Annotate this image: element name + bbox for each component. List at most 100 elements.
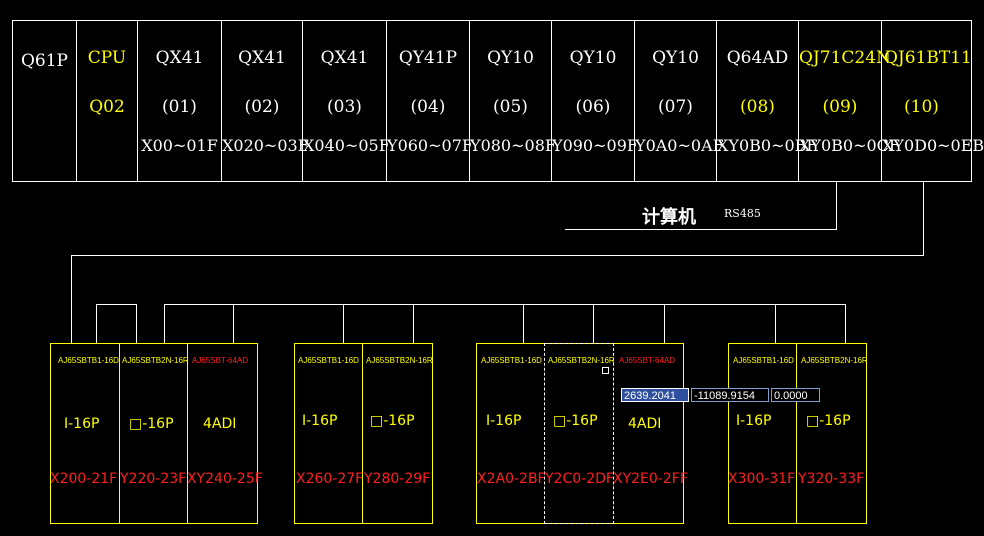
rack-slot-cpu[interactable]: CPU Q02	[77, 21, 138, 181]
slot-number: (02)	[244, 97, 280, 117]
rack-slot-09[interactable]: QJ71C24N (09) XY0B0~0CF	[799, 21, 900, 181]
block-label: AJ65SBTB1-16D	[298, 356, 359, 365]
rack-slot-08[interactable]: Q64AD (08) XY0B0~0BF	[717, 21, 818, 181]
chain-link	[96, 304, 137, 343]
selected-block-edge	[544, 343, 614, 344]
slot-address: XY0B0~0CF	[799, 136, 900, 155]
block-divider	[119, 343, 120, 524]
slot-number: (06)	[575, 97, 611, 117]
rs485-label: RS485	[724, 207, 761, 220]
slot-model: Q64AD	[726, 48, 789, 68]
block-label: AJ65SBTB2N-16R	[122, 356, 189, 365]
block-label: AJ65SBTB1-16D	[733, 356, 794, 365]
slot-model: QY41P	[398, 48, 458, 68]
slot-model: QY10	[569, 48, 617, 68]
slot-number: (09)	[822, 97, 858, 117]
block-type: □-16P	[370, 413, 415, 429]
block-label: AJ65SBTB1-16D	[58, 356, 119, 365]
rack-slot-02[interactable]: QX41 (02) X020~03F	[222, 21, 309, 181]
block-divider	[796, 343, 797, 524]
block-type: 4ADI	[628, 416, 662, 432]
slot-number: (08)	[740, 97, 775, 117]
block-divider	[187, 343, 188, 524]
plc-rack: Q61P CPU Q02 QX41 (01) X00~01F QX41 (02)…	[12, 20, 984, 182]
slot-model: QX41	[155, 48, 204, 68]
block-label: AJ65SBTB1-16D	[481, 356, 542, 365]
grip-handle[interactable]	[602, 367, 609, 374]
rack-slot-04[interactable]: QY41P (04) Y060~07F	[387, 21, 473, 181]
block-type: 4ADI	[203, 416, 237, 432]
slot-model: QX41	[238, 48, 286, 68]
rack-slot-01[interactable]: QX41 (01) X00~01F	[138, 21, 222, 181]
block-type: □-16P	[129, 416, 174, 432]
slot-model: QX41	[320, 48, 369, 68]
rack-slot-07[interactable]: QY10 (07) Y0A0~0AF	[635, 21, 724, 181]
block-label: AJ65SBTB2N-16R	[548, 356, 615, 365]
block-address: X2A0-2BF	[477, 471, 546, 487]
rs485-cable-horizontal	[565, 229, 837, 230]
block-type: □-16P	[806, 413, 851, 429]
block-label: AJ65SBTB2N-16R	[366, 356, 433, 365]
remote-io-group-4[interactable]	[728, 343, 867, 524]
cclink-cable-main	[71, 255, 924, 256]
chain-link	[413, 304, 524, 343]
slot-number: (04)	[410, 97, 446, 117]
rack-slot-06[interactable]: QY10 (06) Y090~09F	[552, 21, 638, 181]
block-address: X200-21F	[50, 471, 118, 487]
block-address: Y280-29F	[364, 471, 431, 487]
slot-number: (05)	[493, 97, 528, 117]
slot-number: (07)	[658, 97, 693, 117]
block-type: I-16P	[736, 413, 772, 429]
slot-address: X020~03F	[222, 136, 309, 155]
slot-address: Y0A0~0AF	[635, 136, 724, 155]
block-label: AJ65SBT-64AD	[619, 356, 676, 365]
rs485-cable-vertical	[836, 182, 837, 230]
block-label: AJ65SBT-64AD	[192, 356, 249, 365]
slot-number: (01)	[162, 97, 197, 117]
rack-slot-05[interactable]: QY10 (05) Y080~08F	[470, 21, 556, 181]
block-type: I-16P	[302, 413, 338, 429]
slot-address: Y060~07F	[387, 136, 473, 155]
chain-link	[343, 304, 414, 343]
block-label: AJ65SBTB2N-16R	[801, 356, 868, 365]
coord-z-input[interactable]: 0.0000	[771, 388, 820, 402]
chain-link	[523, 304, 594, 343]
slot-number: Q02	[89, 97, 125, 117]
rack-slot-03[interactable]: QX41 (03) X040~05F	[303, 21, 390, 181]
chain-link	[164, 304, 234, 343]
chain-link	[233, 304, 344, 343]
slot-model: Q61P	[20, 51, 68, 71]
block-address: X300-31F	[728, 471, 796, 487]
block-address: XY2E0-2FF	[613, 471, 688, 487]
selected-block-edge	[613, 343, 614, 524]
remote-io-group-1[interactable]	[50, 343, 258, 524]
rack-slot-q61p[interactable]: Q61P	[13, 21, 77, 181]
slot-model: CPU	[87, 48, 127, 68]
slot-number: (03)	[327, 97, 362, 117]
slot-address: XY0D0~0EB	[882, 136, 984, 155]
block-address: Y220-23F	[120, 471, 187, 487]
slot-model: QJ61BT11	[884, 48, 972, 68]
cclink-cable-first	[71, 255, 72, 343]
rack-slot-10[interactable]: QJ61BT11 (10) XY0D0~0EB	[882, 21, 984, 181]
block-address: XY240-25F	[187, 471, 263, 487]
block-type: I-16P	[64, 416, 100, 432]
computer-label: 计算机	[642, 207, 696, 228]
remote-io-group-3[interactable]	[476, 343, 684, 524]
selected-block-edge	[544, 523, 614, 524]
coord-y-input[interactable]: -11089.9154	[691, 388, 769, 402]
chain-link	[664, 304, 776, 343]
chain-link	[593, 304, 665, 343]
cclink-cable-drop	[923, 182, 924, 256]
slot-address: X00~01F	[141, 136, 218, 155]
slot-model: QJ71C24N	[799, 48, 891, 68]
block-address: X260-27F	[296, 471, 364, 487]
slot-number: (10)	[904, 97, 939, 117]
remote-io-group-2[interactable]	[294, 343, 433, 524]
slot-address: X040~05F	[303, 136, 390, 155]
slot-model: QY10	[487, 48, 534, 68]
slot-address: Y080~08F	[470, 136, 556, 155]
selected-block-edge	[544, 343, 545, 524]
chain-link	[775, 304, 846, 343]
coord-x-input[interactable]: 2639.2041	[621, 388, 689, 402]
